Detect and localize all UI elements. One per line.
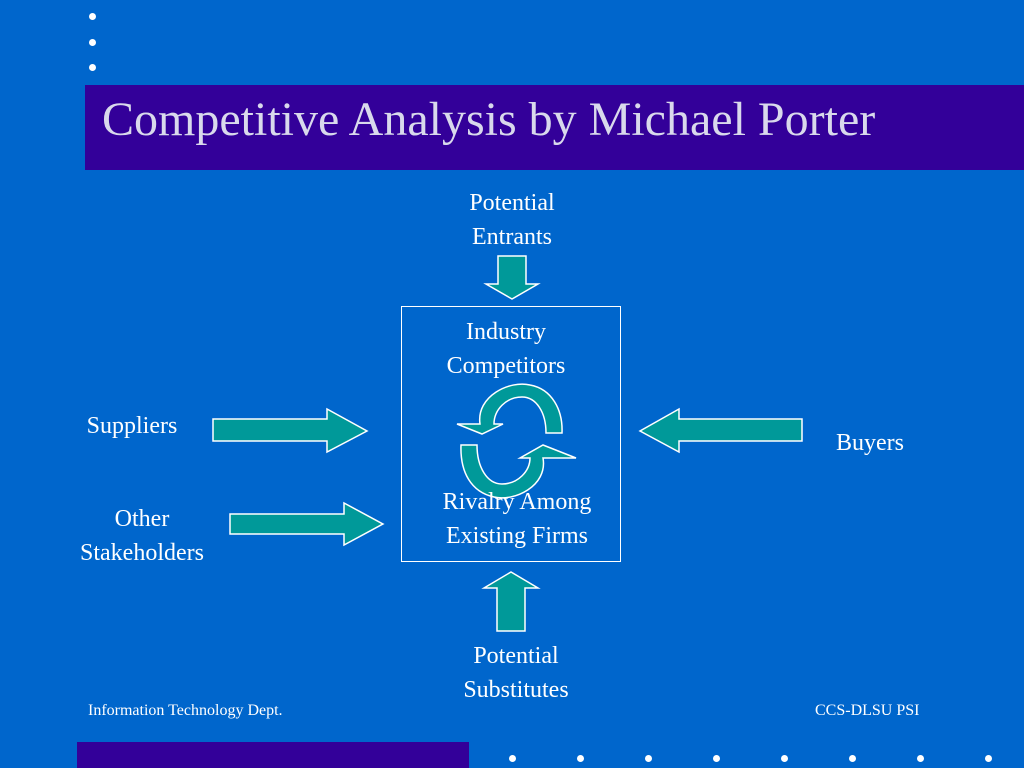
potential-substitutes-label: Potential Substitutes xyxy=(463,643,569,703)
decor-dot xyxy=(781,755,788,762)
cycle-arrow-top xyxy=(456,383,563,435)
rivalry-label: Rivalry Among Existing Firms xyxy=(442,489,592,549)
bottom-band xyxy=(77,742,469,768)
buyers-label: Buyers xyxy=(836,430,904,456)
decor-dot xyxy=(985,755,992,762)
buyers-arrow xyxy=(638,407,803,454)
slide-title: Competitive Analysis by Michael Porter xyxy=(102,93,876,146)
industry-competitors-label: Industry Competitors xyxy=(446,319,566,379)
decor-dot xyxy=(89,13,96,20)
decor-dot xyxy=(509,755,516,762)
decor-dot xyxy=(849,755,856,762)
potential-entrants-label: Potential Entrants xyxy=(469,190,555,250)
footer-right: CCS-DLSU PSI xyxy=(815,702,920,719)
suppliers-label: Suppliers xyxy=(86,413,178,439)
down-arrow xyxy=(483,255,541,300)
decor-dot xyxy=(713,755,720,762)
decor-dot xyxy=(645,755,652,762)
decor-dot xyxy=(577,755,584,762)
decor-dot xyxy=(89,39,96,46)
title-band xyxy=(85,85,1024,170)
footer-left: Information Technology Dept. xyxy=(88,702,283,719)
cycle-arrow-bottom xyxy=(460,444,577,499)
industry-box xyxy=(401,306,621,562)
decor-dot xyxy=(917,755,924,762)
stakeholders-arrow xyxy=(229,501,385,547)
suppliers-arrow xyxy=(212,407,369,454)
other-stakeholders-label: Other Stakeholders xyxy=(80,506,204,566)
up-arrow xyxy=(481,571,541,632)
decor-dot xyxy=(89,64,96,71)
